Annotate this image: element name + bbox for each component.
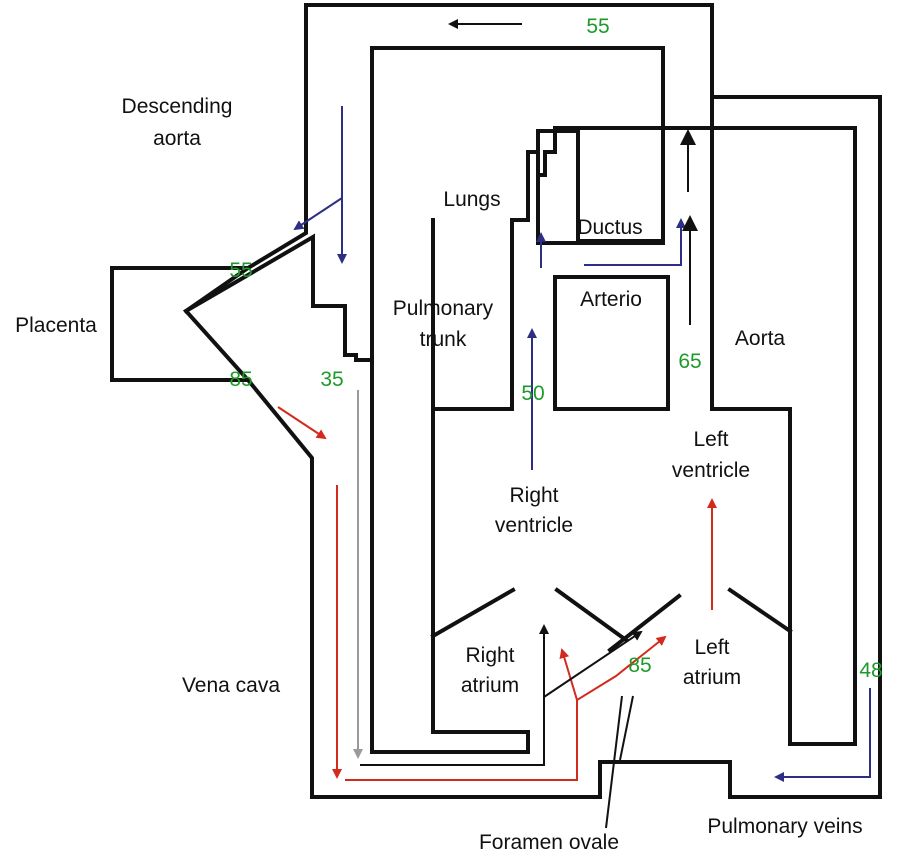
aorta-left-wall: [536, 126, 557, 177]
label-left-atrium-line2: atrium: [683, 666, 741, 689]
outer-vessel-wall: [245, 3, 882, 799]
flow-arrow-foramen-branch: [559, 648, 578, 701]
value-foramen-ovale: 85: [628, 654, 651, 677]
anatomy-labels: Descending aorta Placenta Lungs Ductus A…: [15, 95, 862, 854]
value-pulmonary-veins: 48: [859, 659, 882, 682]
flow-arrow-right-atrium: [360, 624, 549, 766]
aorta-heart-wall: [710, 95, 792, 411]
label-arterio: Arterio: [580, 288, 642, 311]
saturation-values: 55 55 85 35 50 65 85 48: [229, 15, 882, 682]
value-aorta: 65: [678, 350, 701, 373]
value-umbilical-arteries: 55: [229, 259, 252, 282]
label-placenta: Placenta: [15, 314, 97, 337]
label-ductus: Ductus: [577, 216, 642, 239]
flow-arrow-to-placenta: [293, 197, 343, 231]
label-right-ventricle-line1: Right: [509, 484, 558, 507]
label-left-ventricle-line2: ventricle: [672, 459, 750, 482]
label-aorta: Aorta: [735, 327, 786, 350]
label-pulmonary-trunk-line1: Pulmonary: [393, 297, 494, 320]
flow-arrow-umbilical-vein: [277, 406, 327, 440]
value-umbilical-vein: 85: [229, 368, 252, 391]
placenta-shape: [110, 266, 255, 382]
label-lungs: Lungs: [443, 188, 500, 211]
label-right-ventricle-line2: ventricle: [495, 514, 573, 537]
label-foramen-ovale: Foramen ovale: [479, 831, 619, 854]
inner-vessel-wall: [183, 46, 665, 754]
label-right-atrium-line1: Right: [465, 644, 514, 667]
label-left-atrium-line1: Left: [694, 636, 729, 659]
flow-arrow-foramen-black: [543, 630, 643, 698]
vessel-walls: [110, 3, 882, 799]
label-right-atrium-line2: atrium: [461, 674, 519, 697]
label-vena-cava: Vena cava: [182, 674, 280, 697]
label-left-ventricle-line1: Left: [693, 428, 728, 451]
foramen-ovale-pointer-2: [619, 695, 634, 761]
value-right-ventricle: 50: [521, 382, 544, 405]
flow-arrow-ductus: [584, 218, 686, 266]
label-descending-aorta-line2: aorta: [153, 127, 201, 150]
flow-arrows: [277, 19, 871, 829]
value-vena-cava: 35: [320, 368, 343, 391]
foramen-ovale-pointer-1: [605, 695, 623, 829]
value-pulmonary-artery-top: 55: [586, 15, 609, 38]
arterio-box: [553, 275, 670, 411]
heart-valves: [430, 587, 793, 653]
label-pulmonary-veins: Pulmonary veins: [707, 815, 862, 838]
label-pulmonary-trunk-line2: trunk: [420, 328, 467, 351]
flow-arrow-pulmonary-veins: [774, 688, 871, 782]
label-descending-aorta-line1: Descending: [122, 95, 233, 118]
